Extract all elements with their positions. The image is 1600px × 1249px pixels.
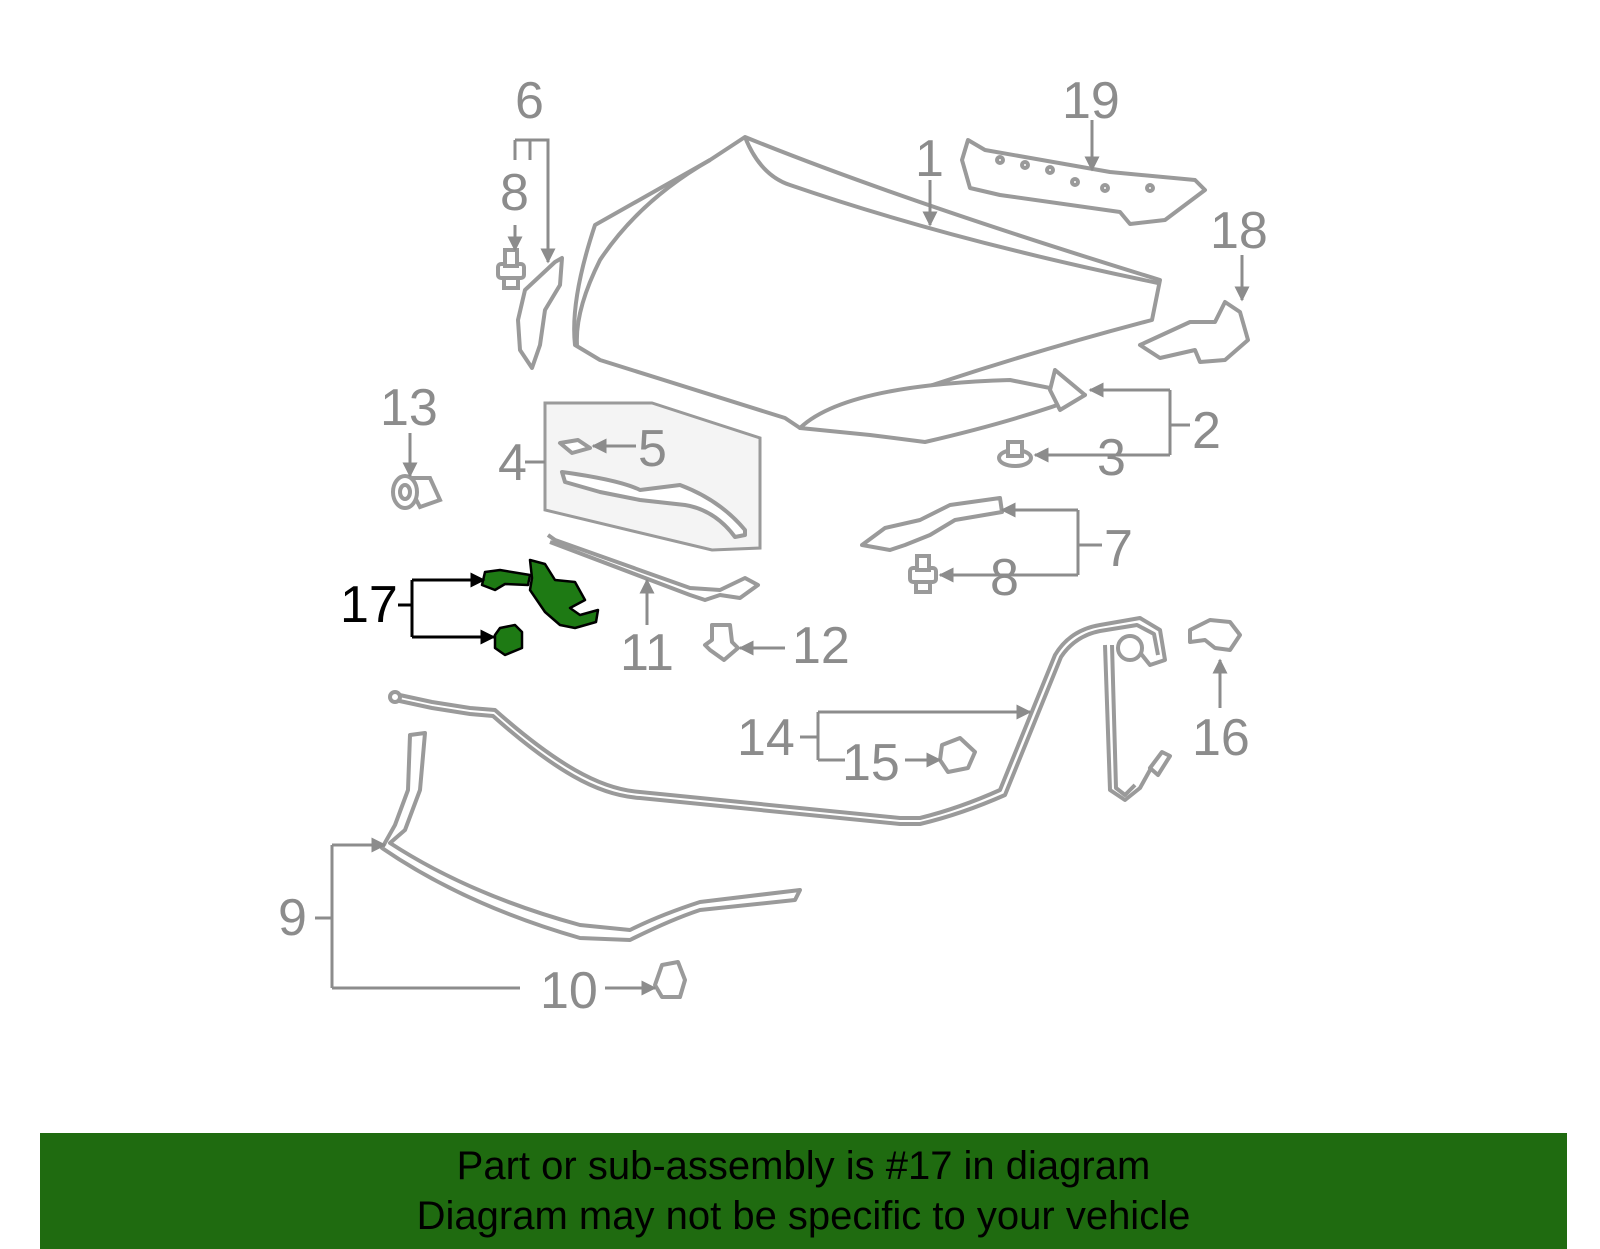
clip-part-15 [938,736,977,774]
label-4: 4 [498,434,527,492]
label-10: 10 [540,962,598,1020]
label-18: 18 [1210,202,1268,260]
label-19: 19 [1062,72,1120,130]
label-9: 9 [278,889,307,947]
info-banner: Part or sub-assembly is #17 in diagram D… [40,1133,1567,1249]
label-1: 1 [915,130,944,188]
trim-part-9 [380,731,802,942]
nut-part-3 [997,440,1033,468]
parts-diagram: 1 19 18 6 8 13 4 5 2 3 7 8 11 12 17 14 1… [278,72,1268,1020]
cable-part-14 [388,616,1172,826]
label-15: 15 [842,734,900,792]
hood-part-1 [572,135,1162,444]
label-2: 2 [1192,402,1221,460]
label-8-lower: 8 [990,549,1019,607]
label-3: 3 [1097,429,1126,487]
leader-lines [315,120,1250,996]
label-17: 17 [340,576,398,634]
label-16: 16 [1192,709,1250,767]
rod-part-11 [546,533,760,602]
label-13: 13 [380,379,438,437]
label-14: 14 [737,709,795,767]
callout-labels: 1 19 18 6 8 13 4 5 2 3 7 8 11 12 17 14 1… [278,72,1268,1020]
label-6: 6 [515,72,544,130]
clip-part-12 [703,623,740,662]
clip-part-10 [653,960,687,999]
grommet-part-13 [391,474,443,510]
banner-line-part: Part or sub-assembly is #17 in diagram [456,1144,1151,1188]
hinge-part-7 [860,496,1004,552]
lock-assembly-part-17 [480,558,600,657]
clip-part-8-top [496,248,526,290]
label-11: 11 [620,624,674,682]
clip-part-16 [1188,618,1242,652]
label-5: 5 [638,420,667,478]
seal-part-19 [960,138,1207,226]
leader-lines-17 [398,572,496,645]
clip-part-8-lower [908,554,938,594]
label-8-top: 8 [500,164,529,222]
bracket-part-18 [1138,300,1250,364]
label-12: 12 [792,617,850,675]
label-7: 7 [1104,520,1133,578]
banner-line-disclaimer: Diagram may not be specific to your vehi… [416,1194,1191,1238]
